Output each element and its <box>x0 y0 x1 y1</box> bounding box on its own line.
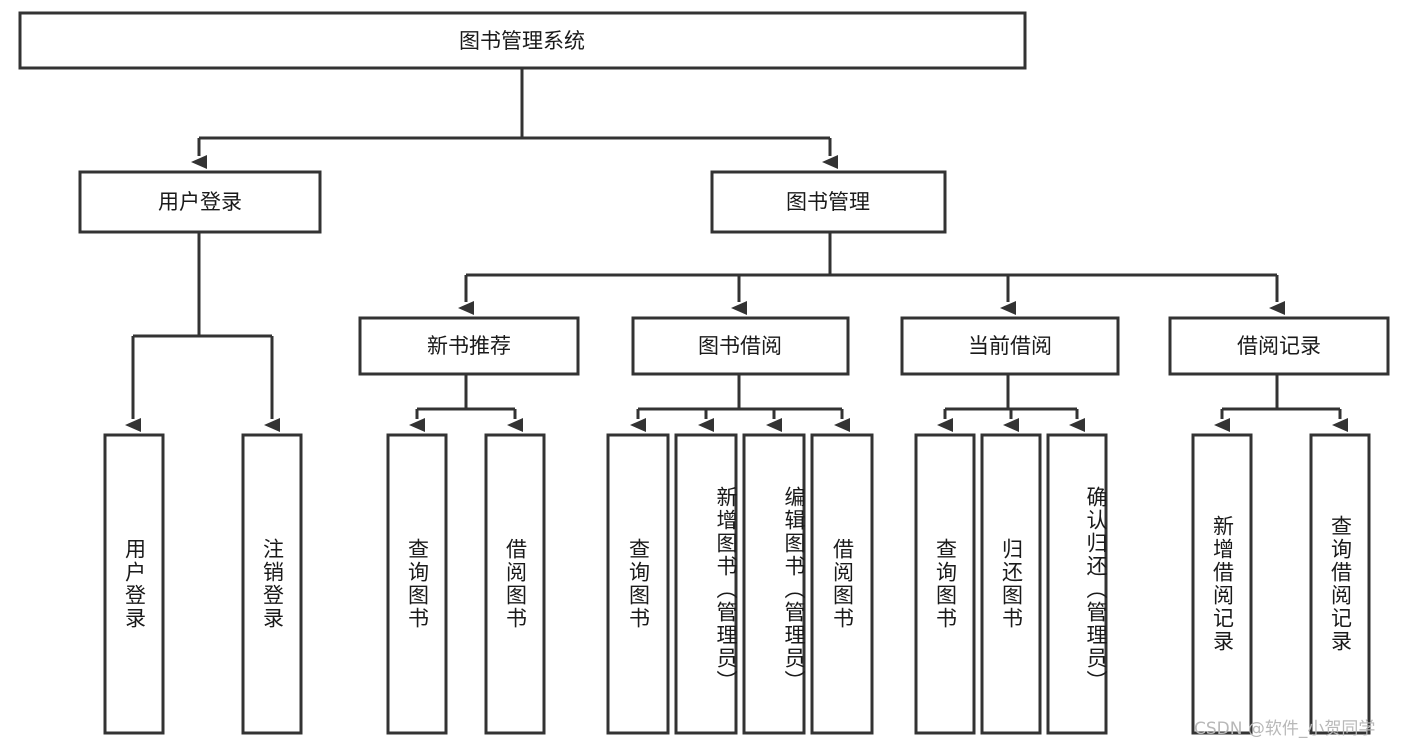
node-book-manage-label: 图书管理 <box>786 190 870 214</box>
node-root[interactable]: 图书管理系统 <box>18 11 1027 70</box>
connectors-layer <box>125 68 1348 432</box>
node-borrow-records-label: 借阅记录 <box>1237 334 1321 358</box>
leaf-user-logout-box[interactable] <box>241 433 303 735</box>
leaf-query-book-recommend-box[interactable] <box>386 433 448 735</box>
node-current-borrow[interactable]: 当前借阅 <box>900 316 1120 376</box>
csdn-watermark: CSDN @软件_小贺同学 <box>1194 719 1376 739</box>
node-book-manage[interactable]: 图书管理 <box>710 170 947 234</box>
leaf-borrow-book-recommend-box[interactable] <box>484 433 546 735</box>
node-root-box[interactable] <box>18 11 1027 70</box>
node-user-login[interactable]: 用户登录 <box>78 170 322 234</box>
leaf-add-book-box[interactable] <box>674 433 738 735</box>
leaf-query-borrow-record-box[interactable] <box>1309 433 1371 735</box>
node-current-borrow-label: 当前借阅 <box>968 334 1052 358</box>
node-new-book-recommend[interactable]: 新书推荐 <box>358 316 580 376</box>
leaf-query-book-borrow-box[interactable] <box>606 433 670 735</box>
leaf-user-login-box[interactable] <box>103 433 165 735</box>
leaf-query-book-current-box[interactable] <box>914 433 976 735</box>
leaf-return-book-box[interactable] <box>980 433 1042 735</box>
node-current-borrow-box[interactable] <box>900 316 1120 376</box>
leaf-borrow-book-box[interactable] <box>810 433 874 735</box>
node-root-label: 图书管理系统 <box>459 29 585 53</box>
leaf-boxes-layer <box>103 433 1371 735</box>
node-user-login-box[interactable] <box>78 170 322 234</box>
node-book-borrow-label: 图书借阅 <box>698 334 782 358</box>
node-borrow-records[interactable]: 借阅记录 <box>1168 316 1390 376</box>
leaf-confirm-return-box[interactable] <box>1046 433 1108 735</box>
node-book-borrow[interactable]: 图书借阅 <box>631 316 850 376</box>
node-new-book-recommend-box[interactable] <box>358 316 580 376</box>
node-new-book-recommend-label: 新书推荐 <box>427 334 511 358</box>
node-borrow-records-box[interactable] <box>1168 316 1390 376</box>
leaf-edit-book-box[interactable] <box>742 433 806 735</box>
node-user-login-label: 用户登录 <box>158 190 242 214</box>
node-book-borrow-box[interactable] <box>631 316 850 376</box>
node-book-manage-box[interactable] <box>710 170 947 234</box>
leaf-add-borrow-record-box[interactable] <box>1191 433 1253 735</box>
